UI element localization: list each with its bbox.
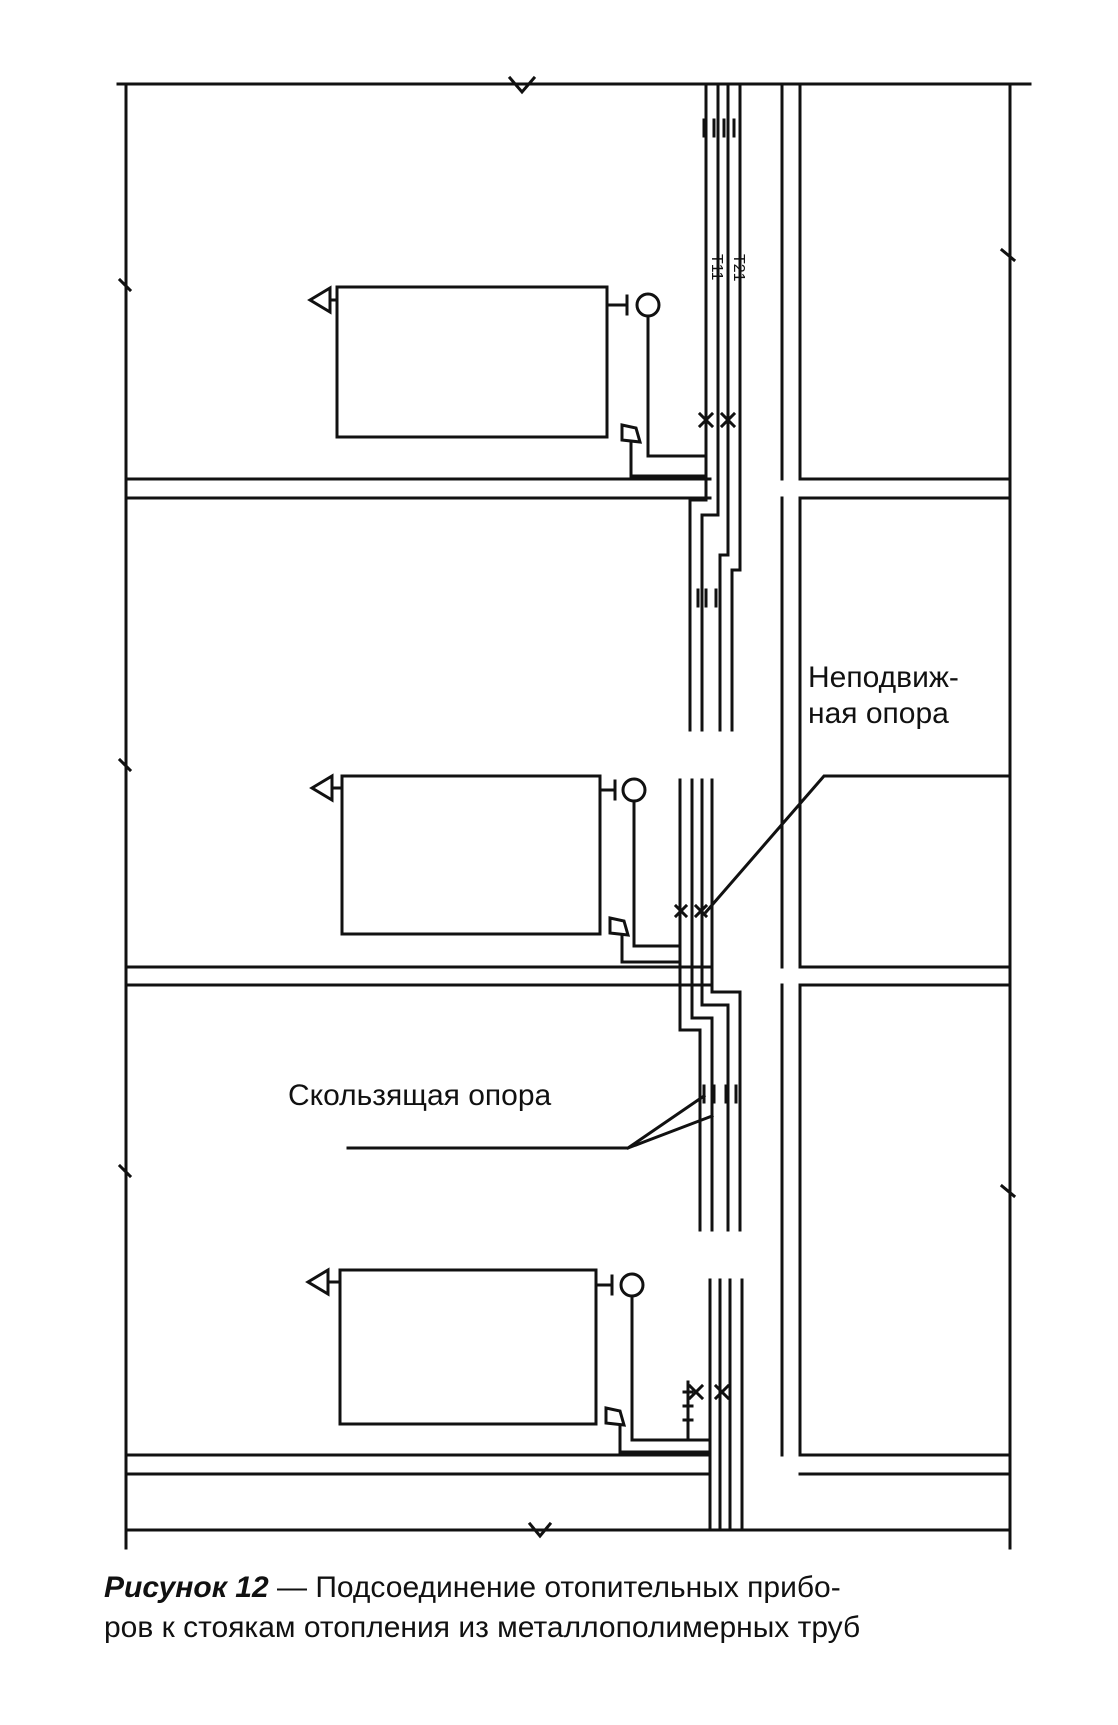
fixed-support-label: Неподвиж- ная опора xyxy=(808,660,959,732)
radiator-floor-2 xyxy=(309,773,709,964)
riser-code-t11: Т11 xyxy=(708,254,725,280)
leader-lines xyxy=(346,774,1012,1150)
radiator-floor-1 xyxy=(307,285,737,478)
building-outline xyxy=(116,75,1032,1550)
riser-pipes xyxy=(678,82,744,1532)
fixed-support-label-line1: Неподвиж- xyxy=(808,661,959,694)
figure-number: Рисунок 12 xyxy=(104,1571,269,1604)
riser-code-t21: Т21 xyxy=(730,254,747,282)
caption-line-1: Рисунок 12 — Подсоединение отопительных … xyxy=(104,1568,1044,1608)
fixed-support-label-line2: ная опора xyxy=(808,697,949,730)
radiator-floor-3 xyxy=(305,1267,731,1454)
floor-slabs xyxy=(124,477,1012,1476)
figure-caption: Рисунок 12 — Подсоединение отопительных … xyxy=(104,1568,1044,1648)
wall-shaft xyxy=(780,82,802,1457)
sliding-support-label: Скользящая опора xyxy=(288,1079,552,1112)
caption-text-2: ров к стоякам отопления из металлополиме… xyxy=(104,1611,861,1644)
caption-text-1: Подсоединение отопительных прибо- xyxy=(315,1571,841,1604)
caption-dash: — xyxy=(268,1571,316,1604)
